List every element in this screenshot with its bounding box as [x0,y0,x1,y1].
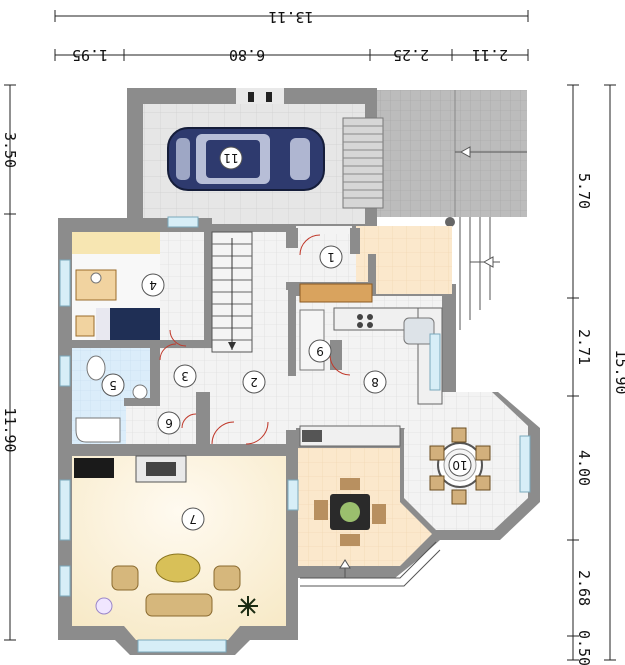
room-label-8: 8 [363,370,387,394]
svg-text:7: 7 [189,512,197,526]
living-furniture [74,455,258,617]
dim-top-total: 13.11 [268,8,313,26]
dim-top-seg-4: 2.11 [472,46,508,64]
svg-text:5: 5 [109,378,117,392]
dim-top-seg-1: 1.95 [72,46,108,64]
room-label-3: 3 [173,364,197,388]
dim-top-seg-2: 6.80 [229,46,265,64]
terrace-lines [445,146,527,330]
garage-door-opening [236,88,284,104]
dim-right-seg-2: 2.71 [575,329,593,365]
dim-left-seg-1: 3.50 [1,132,19,168]
bedroom-furniture [75,269,160,340]
room-label-9: 9 [308,339,332,363]
plant-icon [238,596,258,616]
windows [59,216,531,653]
svg-text:9: 9 [316,344,324,358]
dimension-lines [4,10,616,661]
dim-left-seg-2: 11.90 [1,407,19,452]
room-label-2: 2 [242,370,266,394]
car-icon [167,127,325,191]
dim-right-seg-1: 5.70 [575,173,593,209]
room-label-7: 7 [181,507,205,531]
dim-right-seg-4: 2.68 [575,570,593,606]
terrace-paving [375,90,527,217]
room-7-floor [72,456,286,640]
room-label-1: 1 [319,245,343,269]
staircase [211,231,253,353]
dim-right-seg-5: 0.50 [575,630,593,665]
room-label-4: 4 [141,273,165,297]
doors [159,234,351,445]
kitchen-counters [299,283,443,447]
entry-steps [300,541,441,587]
dining-table-icon [314,478,386,546]
svg-text:3: 3 [181,369,189,383]
room-label-6: 6 [157,411,181,435]
svg-text:4: 4 [149,278,157,292]
svg-text:1: 1 [327,250,335,264]
dim-right-total: 15.90 [612,349,625,394]
dim-top-seg-3: 2.25 [393,46,429,64]
bath-fixtures [75,355,148,443]
room-label-11: 11 [219,146,243,170]
svg-text:11: 11 [223,151,238,165]
garage-steps [342,117,384,209]
svg-text:10: 10 [452,458,467,472]
room-label-5: 5 [101,373,125,397]
svg-text:2: 2 [250,375,258,389]
dim-right-seg-3: 4.00 [575,450,593,486]
room-label-10: 10 [448,453,472,477]
vestibule-floor [258,232,368,282]
svg-text:8: 8 [371,375,379,389]
svg-text:6: 6 [165,416,173,430]
